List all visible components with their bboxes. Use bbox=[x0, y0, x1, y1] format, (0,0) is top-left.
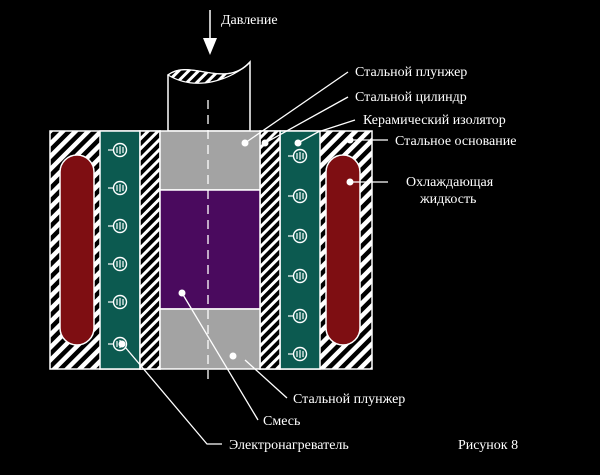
label-mixture: Смесь bbox=[263, 414, 300, 429]
steel-cylinder-right bbox=[259, 130, 281, 370]
pressure-arrow bbox=[203, 10, 217, 55]
figure-caption: Рисунок 8 bbox=[458, 438, 518, 453]
plunger-rod-break bbox=[166, 61, 251, 84]
label-coolant-line1: Охлаждающая bbox=[406, 175, 494, 190]
ceramic-insulator-left bbox=[99, 130, 141, 370]
mixture bbox=[159, 189, 261, 310]
coolant-channel-left bbox=[59, 154, 95, 346]
label-pressure: Давление bbox=[221, 13, 278, 28]
label-plunger-top: Стальной плунжер bbox=[355, 65, 467, 80]
ceramic-insulator-right bbox=[279, 130, 321, 370]
label-plunger-bottom: Стальной плунжер bbox=[293, 392, 405, 407]
steel-cylinder-left bbox=[139, 130, 161, 370]
leader-lines bbox=[118, 71, 388, 445]
coolant-channel-right bbox=[325, 154, 361, 346]
label-heater: Электронагреватель bbox=[229, 438, 349, 453]
label-base: Стальное основание bbox=[395, 134, 516, 149]
label-coolant-line2: жидкость bbox=[419, 192, 476, 207]
label-insulator: Керамический изолятор bbox=[363, 113, 506, 128]
label-cylinder: Стальной цилиндр bbox=[355, 90, 467, 105]
